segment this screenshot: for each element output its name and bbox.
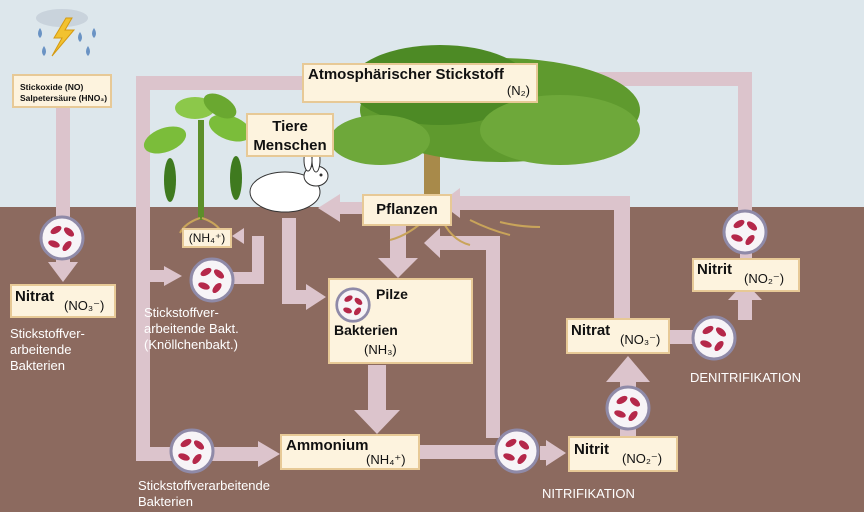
nitrate-right-title: Nitrat — [571, 322, 611, 339]
animals-label: Tiere — [272, 118, 308, 135]
decomposers-formula: (NH₃) — [364, 342, 397, 357]
ammonium-box: Ammonium (NH₄⁺) — [280, 434, 420, 470]
bacteria-icon — [494, 428, 540, 474]
nodule-bacteria-line3: (Knöllchenbakt.) — [144, 337, 238, 352]
plants-title: Pflanzen — [376, 201, 438, 218]
bacteria-bottom-label: Stickstoffverarbeitende Bakterien — [138, 478, 270, 510]
animals-humans-box: Tiere Menschen — [246, 113, 334, 157]
nitrite-bottom-box: Nitrit (NO₂⁻) — [568, 436, 678, 472]
oxides-line1: Stickoxide (NO) — [20, 82, 84, 92]
nitrate-right-formula: (NO₃⁻) — [620, 332, 661, 347]
nitrate-left-box: Nitrat (NO₃⁻) — [10, 284, 116, 318]
nitrite-right-formula: (NO₂⁻) — [744, 271, 785, 286]
nitrite-right-box: Nitrit (NO₂⁻) — [692, 258, 800, 292]
denitrification-label: DENITRIFIKATION — [690, 370, 801, 385]
nodule-bacteria-label: Stickstoffver- arbeitende Bakt. (Knöllch… — [144, 305, 239, 353]
bacteria-icon — [189, 257, 235, 303]
oxides-box: Stickoxide (NO) Salpetersäure (HNO₃) — [12, 74, 112, 108]
bacteria-label: Bakterien — [334, 322, 398, 338]
nitrate-left-title: Nitrat — [15, 288, 55, 305]
decomposers-box: Pilze Bakterien (NH₃) — [328, 278, 473, 364]
fungi-label: Pilze — [376, 286, 408, 302]
bean-plant-icon — [143, 93, 252, 234]
nodule-bacteria-line1: Stickstoffver- — [144, 305, 219, 320]
nitrification-label: NITRIFIKATION — [542, 486, 635, 501]
nh4-small-formula: (NH₄⁺) — [188, 231, 226, 245]
atmospheric-title: Atmosphärischer Stickstoff — [308, 66, 504, 83]
nodule-bacteria-line2: arbeitende Bakt. — [144, 321, 239, 336]
oxides-line2: Salpetersäure (HNO₃) — [20, 93, 108, 103]
bacteria-bottom-line2: Bakterien — [138, 494, 193, 509]
bacteria-icon — [169, 428, 215, 474]
nitrite-bottom-formula: (NO₂⁻) — [622, 451, 663, 466]
ammonium-title: Ammonium — [286, 437, 369, 454]
bacteria-left-line1: Stickstoffver- — [10, 326, 85, 341]
bacteria-icon — [691, 315, 737, 361]
ammonium-formula: (NH₄⁺) — [366, 452, 406, 467]
humans-label: Menschen — [253, 137, 327, 154]
bacteria-icon — [722, 209, 768, 255]
bacteria-left-label: Stickstoffver- arbeitende Bakterien — [10, 326, 85, 374]
bacteria-icon — [335, 287, 371, 323]
bacteria-left-line2: arbeitende — [10, 342, 72, 357]
thunderstorm-icon — [36, 9, 96, 57]
nitrate-left-formula: (NO₃⁻) — [64, 298, 105, 313]
plants-box: Pflanzen — [362, 194, 452, 226]
atmospheric-nitrogen-box: Atmosphärischer Stickstoff (N₂) — [302, 63, 538, 103]
nh4-small-box: (NH₄⁺) — [182, 228, 232, 248]
bacteria-bottom-line1: Stickstoffverarbeitende — [138, 478, 270, 493]
bacteria-icon — [605, 385, 651, 431]
bacteria-left-line3: Bakterien — [10, 358, 65, 373]
nitrite-bottom-title: Nitrit — [574, 441, 609, 458]
nitrate-right-box: Nitrat (NO₃⁻) — [566, 318, 670, 354]
bacteria-icon — [39, 215, 85, 261]
atmospheric-formula: (N₂) — [506, 83, 530, 98]
nitrite-right-title: Nitrit — [697, 261, 732, 278]
